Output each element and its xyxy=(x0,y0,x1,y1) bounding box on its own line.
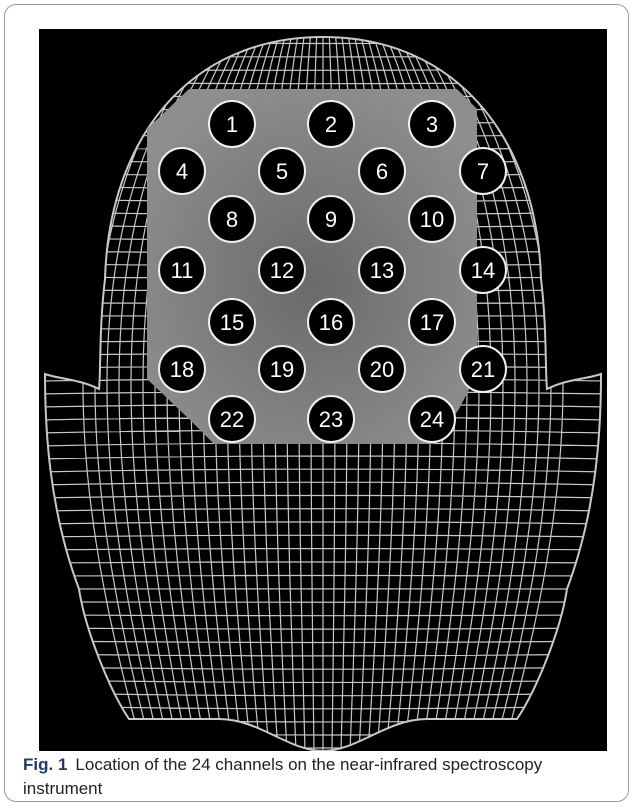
channel-number: 24 xyxy=(420,407,444,432)
channel-number: 16 xyxy=(319,310,343,335)
channel-8: 8 xyxy=(209,196,255,242)
channel-22: 22 xyxy=(209,396,255,442)
channel-number: 9 xyxy=(325,207,337,232)
channel-number: 23 xyxy=(319,407,343,432)
channel-2: 2 xyxy=(308,101,354,147)
channel-18: 18 xyxy=(159,346,205,392)
channel-number: 15 xyxy=(220,310,244,335)
channel-number: 19 xyxy=(270,357,294,382)
channel-23: 23 xyxy=(308,396,354,442)
caption-text: Location of the 24 channels on the near-… xyxy=(23,755,542,798)
channel-11: 11 xyxy=(159,247,205,293)
caption-label: Fig. 1 xyxy=(23,755,67,774)
channel-5: 5 xyxy=(259,148,305,194)
channel-number: 2 xyxy=(325,112,337,137)
channel-10: 10 xyxy=(409,196,455,242)
channel-21: 21 xyxy=(460,346,506,392)
channel-17: 17 xyxy=(409,299,455,345)
channel-7: 7 xyxy=(460,148,506,194)
channel-number: 11 xyxy=(171,258,194,283)
channel-number: 20 xyxy=(370,357,394,382)
channel-9: 9 xyxy=(308,196,354,242)
channel-number: 7 xyxy=(477,159,489,184)
channel-number: 22 xyxy=(220,407,244,432)
channel-6: 6 xyxy=(359,148,405,194)
channel-15: 15 xyxy=(209,299,255,345)
channel-number: 12 xyxy=(270,258,294,283)
channel-number: 8 xyxy=(226,207,238,232)
channel-14: 14 xyxy=(460,247,506,293)
channel-number: 21 xyxy=(471,357,495,382)
channel-4: 4 xyxy=(159,148,205,194)
channel-number: 3 xyxy=(426,112,438,137)
channel-number: 1 xyxy=(226,112,238,137)
channel-16: 16 xyxy=(308,299,354,345)
channel-number: 13 xyxy=(370,258,394,283)
channel-12: 12 xyxy=(259,247,305,293)
channel-number: 5 xyxy=(276,159,288,184)
channel-number: 14 xyxy=(471,258,495,283)
channel-number: 18 xyxy=(170,357,194,382)
channel-number: 17 xyxy=(420,310,444,335)
channel-3: 3 xyxy=(409,101,455,147)
channel-number: 10 xyxy=(420,207,444,232)
channel-13: 13 xyxy=(359,247,405,293)
channel-number: 4 xyxy=(176,159,188,184)
channel-1: 1 xyxy=(209,101,255,147)
channel-24: 24 xyxy=(409,396,455,442)
channel-20: 20 xyxy=(359,346,405,392)
channel-number: 6 xyxy=(376,159,388,184)
channel-19: 19 xyxy=(259,346,305,392)
